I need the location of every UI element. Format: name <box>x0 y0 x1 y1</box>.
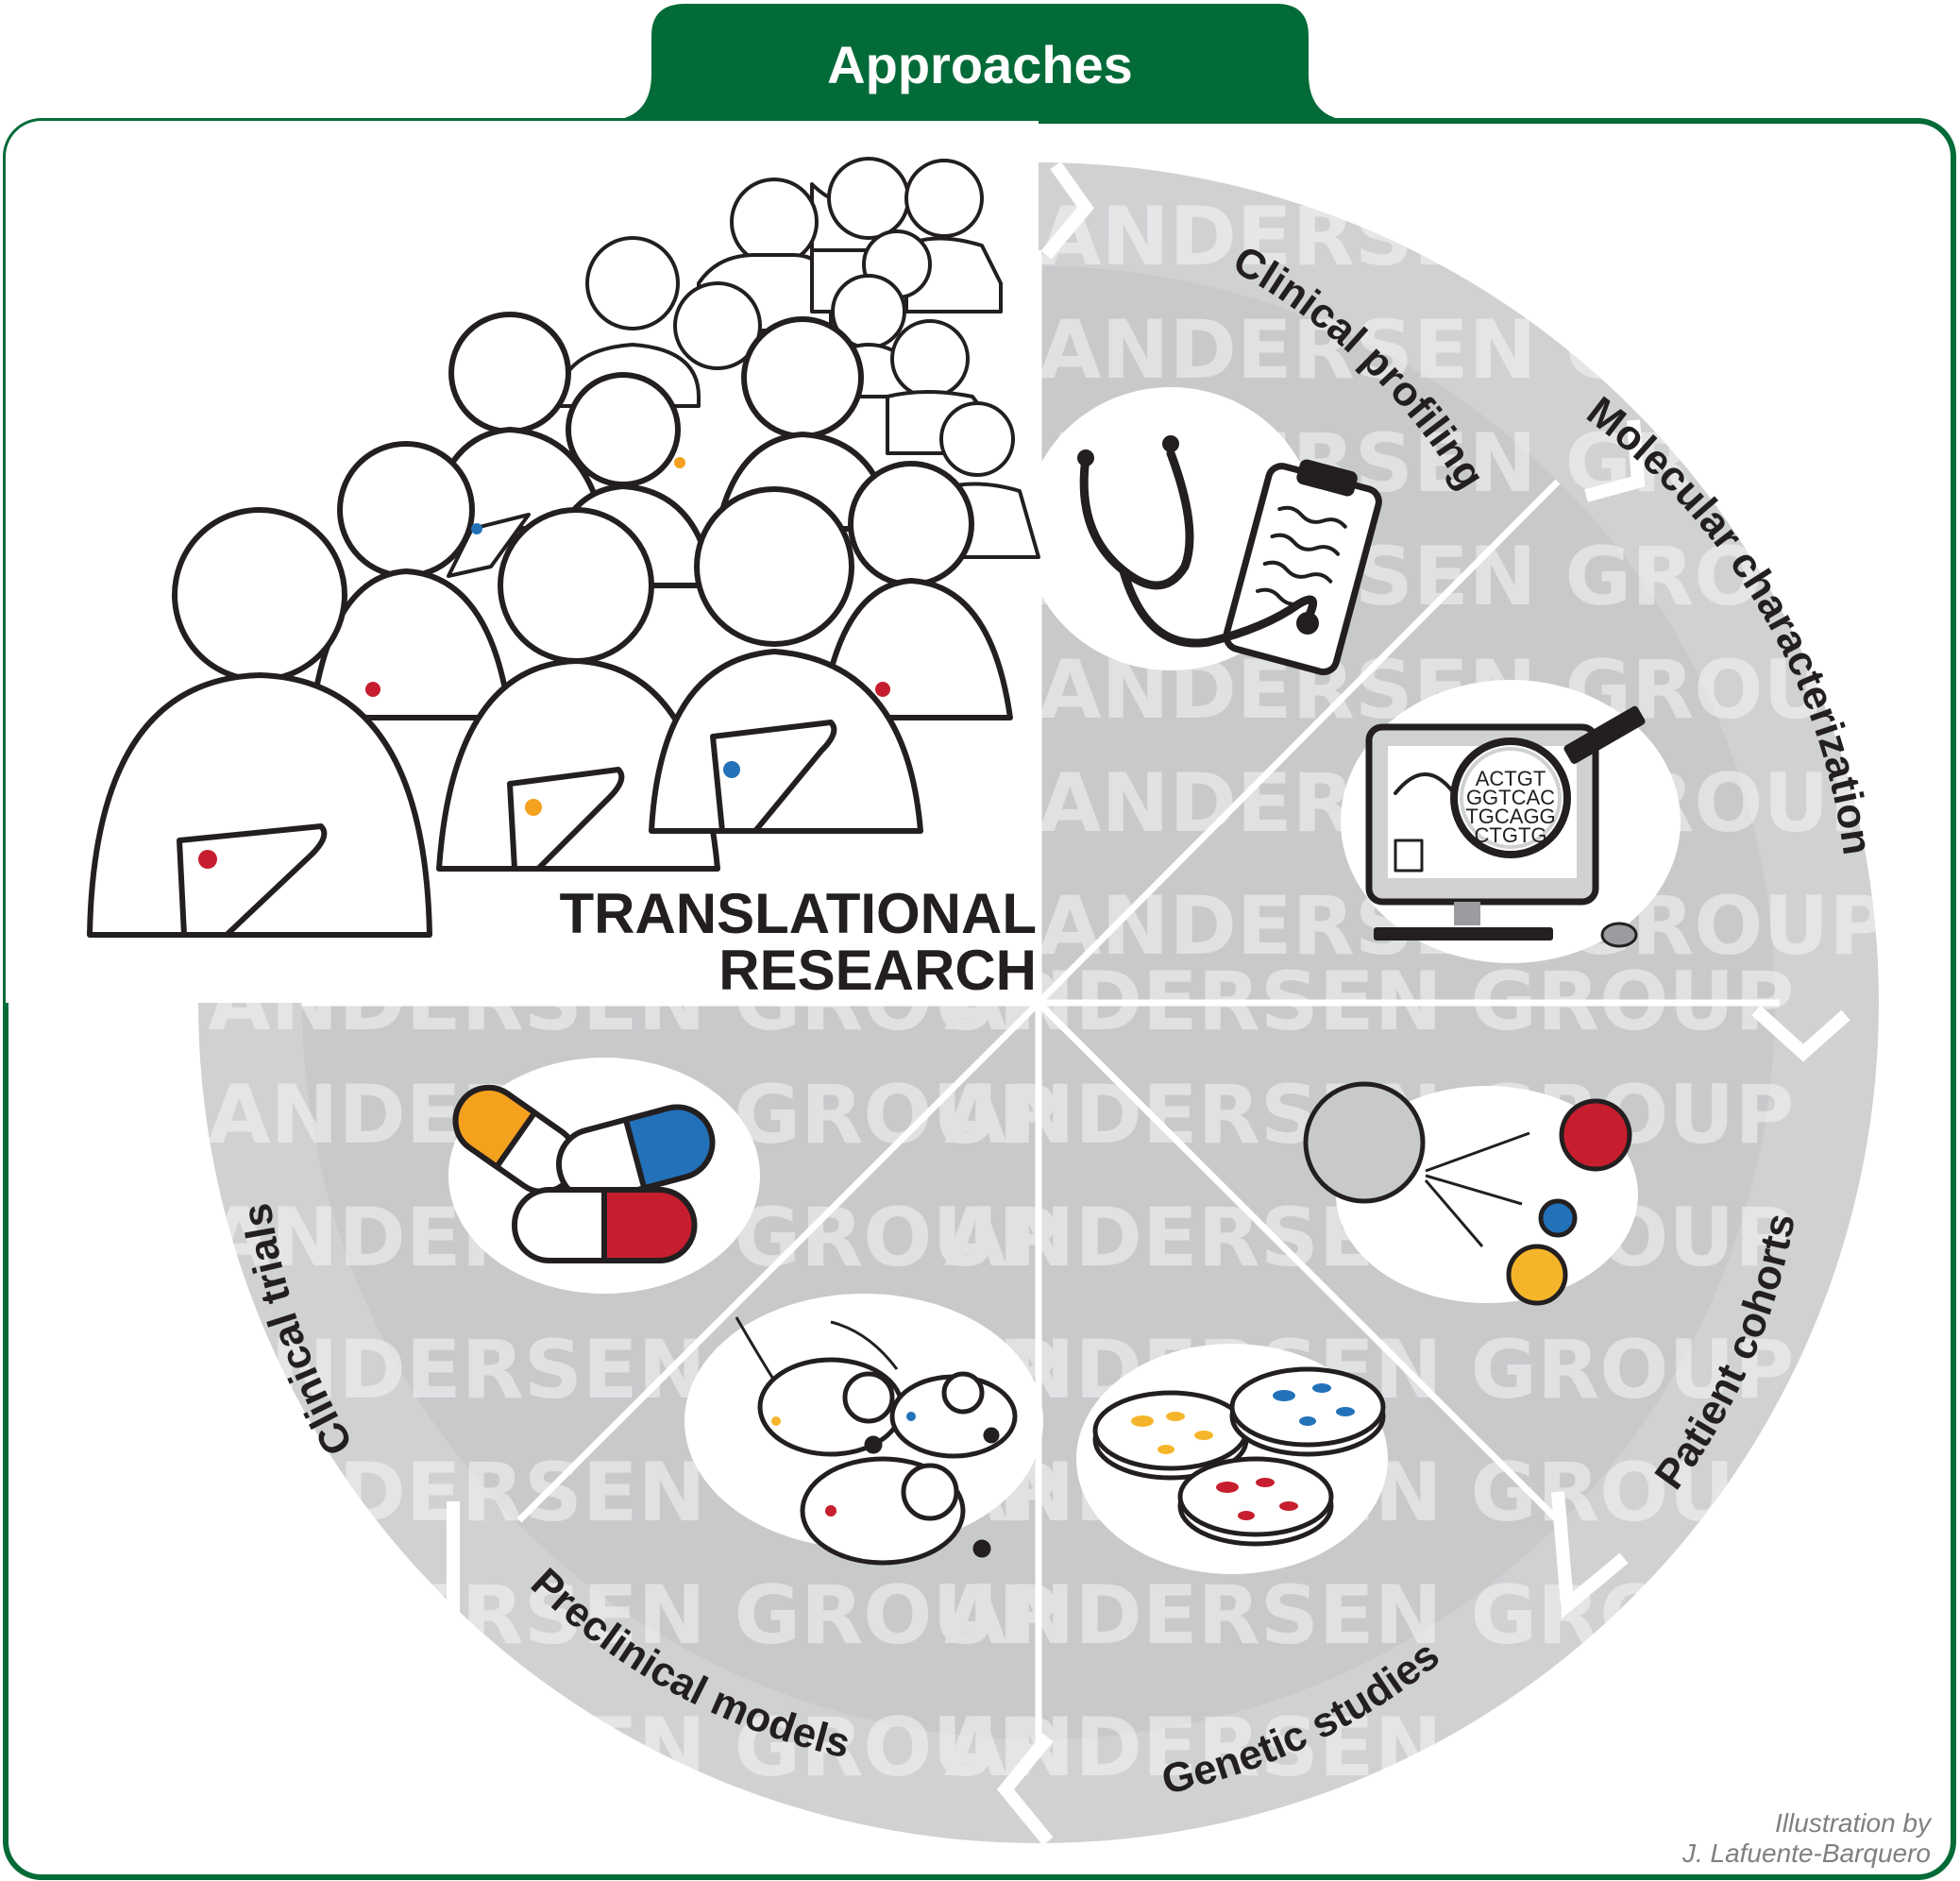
petri-dishes-icon <box>1092 1366 1386 1547</box>
stethoscope-clipboard-icon <box>1077 435 1382 676</box>
dna-row1: ACTGT <box>1476 767 1546 790</box>
dna-row3: TGCAGG <box>1465 805 1555 828</box>
center-title-line1: TRANSLATIONAL <box>560 882 1038 945</box>
computer-dna-magnifier-icon: ACTGT GGTCAC TGCAGG CTGTG <box>1365 705 1646 948</box>
svg-text:ANDERSEN GROUP: ANDERSEN GROUP <box>944 955 1794 1049</box>
credit-line1: Illustration by <box>1775 1808 1933 1838</box>
credit-line2: J. Lafuente-Barquero <box>1681 1839 1931 1868</box>
ring-arrow-separators <box>393 161 1850 1846</box>
svg-text:ANDERSEN GROUP: ANDERSEN GROUP <box>1039 190 1888 284</box>
svg-text:ANDERSEN GROUP: ANDERSEN GROUP <box>208 955 1057 1049</box>
dna-row2: GGTCAC <box>1466 786 1555 809</box>
dna-row4: CTGTG <box>1475 823 1547 847</box>
patient-cohorts-icon <box>1303 1081 1632 1306</box>
svg-text:ANDERSEN GROUP: ANDERSEN GROUP <box>1039 303 1888 398</box>
pills-icon <box>452 1084 716 1263</box>
center-title-line2: RESEARCH <box>718 939 1037 1002</box>
wedge-dividers <box>302 250 1780 1747</box>
svg-text:ANDERSEN GROUP: ANDERSEN GROUP <box>208 1568 1057 1663</box>
svg-text:ANDERSEN GROUP: ANDERSEN GROUP <box>944 1568 1794 1663</box>
header-title: Approaches <box>827 35 1133 94</box>
svg-text:ANDERSEN GROUP: ANDERSEN GROUP <box>944 1701 1794 1795</box>
mice-icon <box>735 1316 1018 1566</box>
svg-text:ANDERSEN GROUP: ANDERSEN GROUP <box>208 1701 1057 1795</box>
people-crowd-illustration <box>87 157 1040 938</box>
header-tab <box>604 4 1356 121</box>
